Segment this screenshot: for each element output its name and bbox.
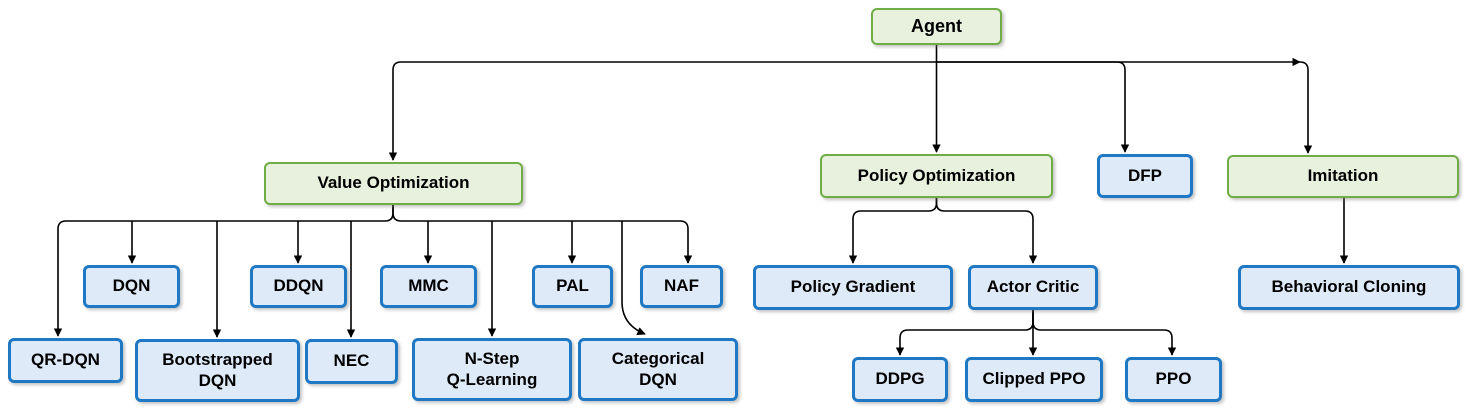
- node-dqn: DQN: [83, 265, 180, 308]
- node-ppo: PPO: [1125, 357, 1222, 402]
- node-pal: PAL: [532, 265, 613, 308]
- edge-vo-right-run-naf: [392, 205, 693, 264]
- node-dfp: DFP: [1097, 154, 1193, 198]
- node-qr-dqn: QR-DQN: [8, 338, 123, 383]
- edge-po-policy-gradient: [848, 198, 938, 264]
- node-actor-critic: Actor Critic: [968, 265, 1098, 310]
- edge-ac-ppo: [1032, 310, 1177, 356]
- node-policy-optimization: Policy Optimization: [820, 154, 1053, 198]
- node-behavioral-cloning: Behavioral Cloning: [1238, 265, 1460, 310]
- edge-po-actor-critic: [935, 198, 1038, 264]
- edge-ac-ddpg: [895, 310, 1034, 356]
- node-ddpg: DDPG: [852, 357, 948, 402]
- edge-agent-imitation-corner: [1299, 61, 1313, 154]
- node-mmc: MMC: [380, 265, 477, 308]
- node-n-step-q-learning: N-Step Q-Learning: [412, 338, 572, 401]
- edge-vo-left-run-qr-dqn: [53, 205, 394, 337]
- node-value-optimization: Value Optimization: [264, 162, 523, 205]
- edge-agent-dfp: [936, 61, 1130, 153]
- node-clipped-ppo: Clipped PPO: [965, 357, 1103, 402]
- node-bootstrapped-dqn: Bootstrapped DQN: [135, 339, 300, 402]
- node-ddqn: DDQN: [250, 265, 347, 308]
- edge-agent-value-optimization: [388, 61, 937, 161]
- node-imitation: Imitation: [1227, 155, 1459, 198]
- node-nec: NEC: [305, 339, 398, 384]
- node-categorical-dqn: Categorical DQN: [578, 338, 738, 401]
- node-agent: Agent: [871, 8, 1002, 45]
- node-naf: NAF: [640, 265, 723, 308]
- node-policy-gradient: Policy Gradient: [753, 265, 953, 310]
- edge-vo-categorical-dqn: [621, 221, 646, 336]
